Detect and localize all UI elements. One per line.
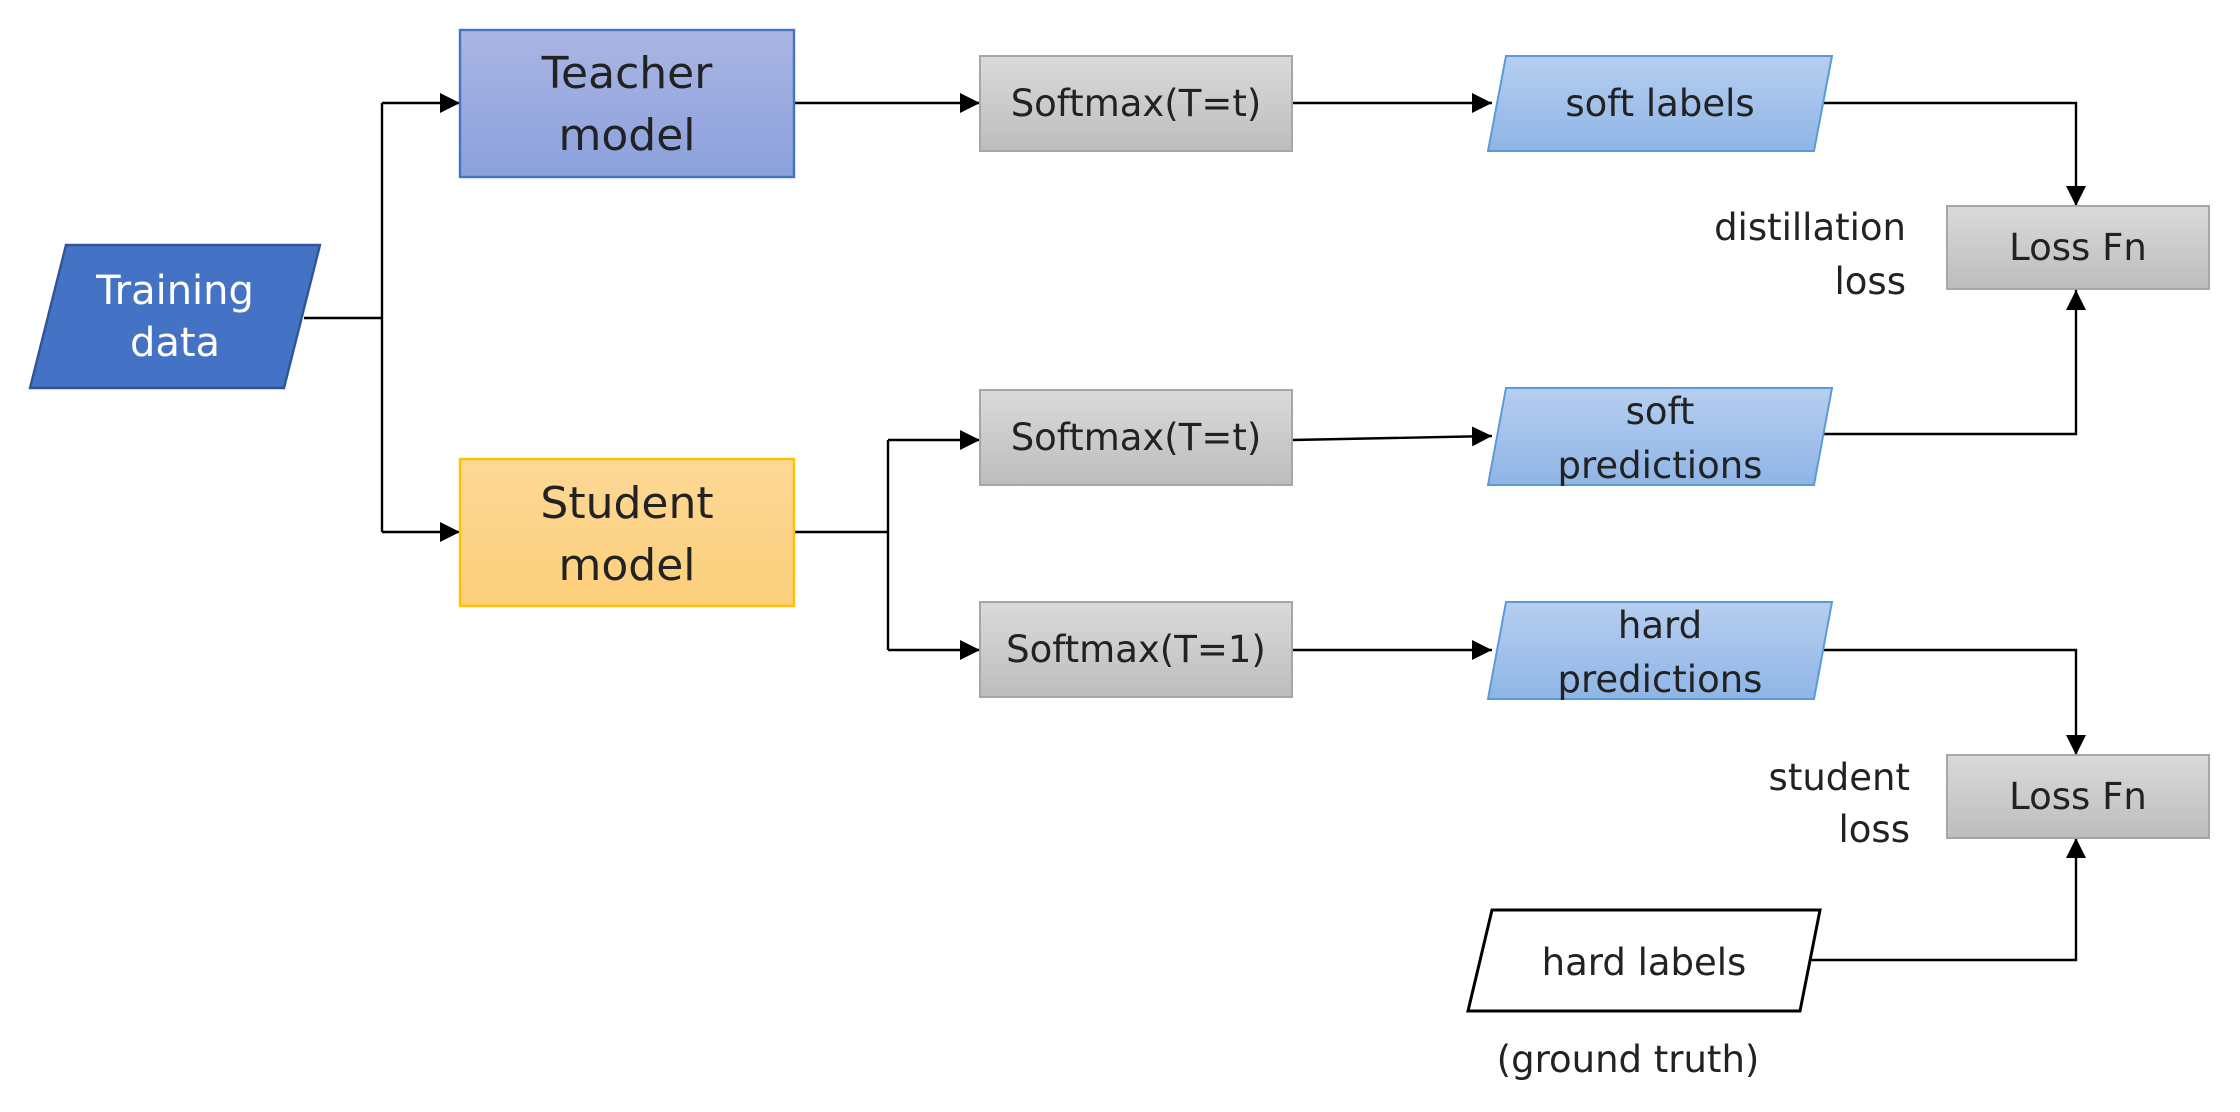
node-training-data: Training data xyxy=(28,243,322,390)
node-soft-predictions: soft predictions xyxy=(1486,387,1834,487)
loss-distill-label: Loss Fn xyxy=(2009,226,2147,269)
soft-predictions-line1: soft xyxy=(1626,390,1695,433)
hard-labels-shape xyxy=(1466,908,1822,1013)
annotation-distillation-loss: distillation loss xyxy=(1714,206,1906,303)
student-model-line1: Student xyxy=(540,478,713,529)
node-softmax-teacher: Softmax(T=t) xyxy=(979,55,1293,152)
softmax-student-hard-label: Softmax(T=1) xyxy=(1006,628,1266,671)
teacher-model-line2: model xyxy=(558,110,695,161)
edge-softmax-softpred xyxy=(1291,426,1493,447)
training-data-line2: data xyxy=(130,320,220,366)
edge-softlabels-loss xyxy=(1822,101,2086,206)
softmax-student-hard-box xyxy=(979,601,1293,698)
annotation-student-loss: student loss xyxy=(1769,756,1910,851)
hard-predictions-shape xyxy=(1486,601,1834,700)
node-loss-student: Loss Fn xyxy=(1946,754,2210,839)
distillation-loss-line2: loss xyxy=(1835,260,1906,303)
student-model-line2: model xyxy=(558,540,695,591)
hard-labels-label: hard labels xyxy=(1542,941,1747,984)
softmax-student-soft-label: Softmax(T=t) xyxy=(1011,416,1262,459)
soft-labels-label: soft labels xyxy=(1565,82,1754,125)
loss-distill-box xyxy=(1946,205,2210,290)
node-hard-labels: hard labels (ground truth) xyxy=(1466,908,1822,1081)
softmax-teacher-box xyxy=(979,55,1293,152)
distillation-loss-line1: distillation xyxy=(1714,206,1906,249)
edge-hardlabels-loss xyxy=(1806,838,2086,962)
soft-labels-shape xyxy=(1486,55,1834,152)
student-loss-line2: loss xyxy=(1839,808,1910,851)
edge-hardpred-loss xyxy=(1822,648,2086,755)
softmax-student-soft-box xyxy=(979,389,1293,486)
node-softmax-student-hard: Softmax(T=1) xyxy=(979,601,1293,698)
student-model-box xyxy=(458,457,796,608)
soft-predictions-shape xyxy=(1486,387,1834,486)
loss-student-box xyxy=(1946,754,2210,839)
training-data-shape xyxy=(28,243,322,390)
hard-labels-caption: (ground truth) xyxy=(1497,1038,1760,1081)
edge-softpred-loss xyxy=(1822,290,2086,436)
softmax-teacher-label: Softmax(T=t) xyxy=(1011,82,1262,125)
soft-predictions-line2: predictions xyxy=(1558,444,1763,487)
node-softmax-student-soft: Softmax(T=t) xyxy=(979,389,1293,486)
teacher-model-line1: Teacher xyxy=(541,48,714,99)
node-loss-distill: Loss Fn xyxy=(1946,205,2210,290)
student-loss-line1: student xyxy=(1769,756,1910,799)
node-teacher-model: Teacher model xyxy=(458,28,796,179)
node-student-model: Student model xyxy=(458,457,796,608)
loss-student-label: Loss Fn xyxy=(2009,775,2147,818)
hard-predictions-line2: predictions xyxy=(1558,658,1763,701)
node-hard-predictions: hard predictions xyxy=(1486,601,1834,701)
hard-predictions-line1: hard xyxy=(1618,604,1702,647)
node-soft-labels: soft labels xyxy=(1486,55,1834,152)
training-data-line1: Training xyxy=(95,268,254,314)
connectors xyxy=(304,93,2086,962)
teacher-model-box xyxy=(458,28,796,179)
